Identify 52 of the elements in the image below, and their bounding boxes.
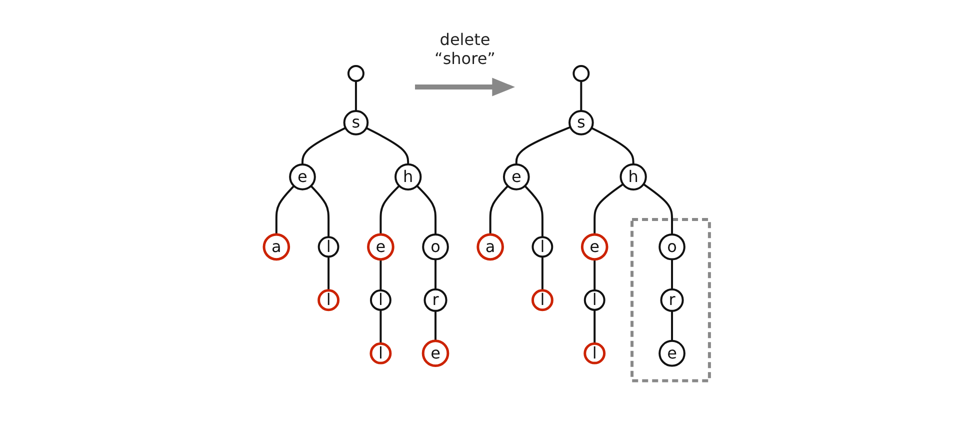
connector [670,259,673,290]
node-circle: r [424,288,448,312]
connector [590,127,634,164]
node-circle: s [568,110,594,136]
node-circle: r [660,288,684,312]
connector [593,310,596,344]
node-circle: l [584,290,606,311]
connector [379,310,382,344]
node-circle: e [366,233,394,261]
connector [541,256,544,291]
node-circle: e [580,233,608,261]
connector [301,127,346,165]
node-circle: e [658,340,686,367]
node-circle: e [288,164,316,190]
connector [354,81,357,112]
node-circle: h [394,163,422,191]
connector [515,126,571,165]
node-circle: o [422,234,449,260]
node-circle: l [370,290,392,311]
node-circle: l [318,236,340,258]
connector [434,259,436,290]
node-circle [572,65,590,82]
connector [379,185,400,235]
connector [489,185,508,235]
connector [379,259,382,291]
connector [642,184,673,235]
node-circle: l [317,289,340,312]
connector [416,185,436,235]
node-circle [347,65,364,82]
node-circle: a [262,233,290,261]
node-circle: l [370,342,392,364]
connector [524,185,544,238]
node-circle: e [422,340,449,368]
node-circle: s [343,110,368,136]
connector [580,81,582,112]
node-circle: l [531,289,554,312]
connector [310,185,330,238]
node-circle: e [502,164,530,190]
connector [327,256,330,291]
connector [670,311,673,342]
cluster [630,218,711,382]
connector [593,259,596,291]
node-circle: a [476,233,504,261]
connector [593,184,624,235]
node-circle: l [532,236,553,258]
node-circle: h [620,163,647,191]
node-circle: o [658,234,686,260]
arrow-label: delete “shore” [434,30,496,68]
connector [434,311,436,342]
connector [275,185,294,235]
node-circle: l [583,342,606,364]
connector [366,127,409,164]
